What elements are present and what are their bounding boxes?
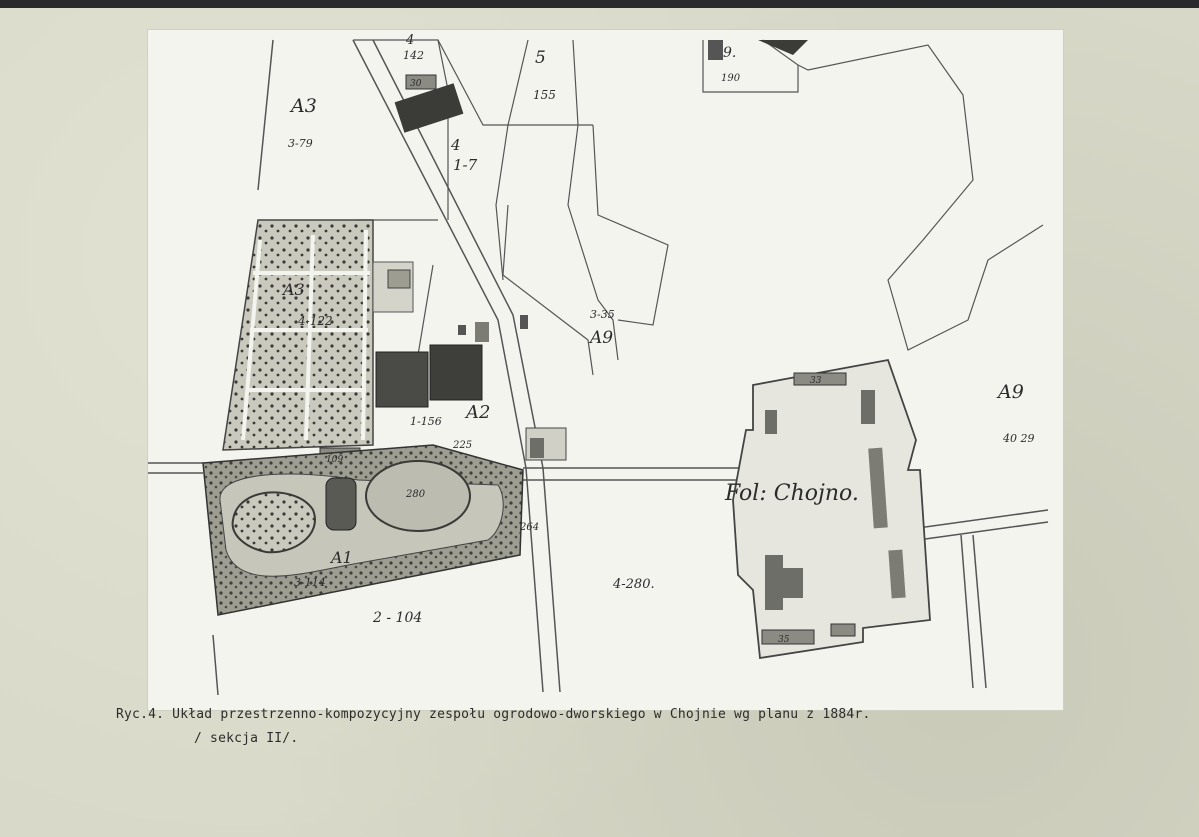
- orchard: [222, 219, 414, 451]
- label-small-109: 109: [326, 455, 343, 465]
- label-a9-left-area: 3-35: [590, 308, 615, 321]
- farmstead: [732, 358, 931, 660]
- label-a1-area: 3-114: [294, 576, 326, 589]
- figure-caption: Ryc.4. Układ przestrzenno-kompozycyjny z…: [116, 707, 871, 722]
- label-small-264: 264: [519, 522, 539, 533]
- upper-buildings: [394, 40, 808, 133]
- cadastral-map: A3 3-79 A3 4-122 A2 1-156 A1 3-114 A9 3-…: [148, 33, 1049, 696]
- label-parcel-5: 5: [535, 48, 546, 68]
- label-farm-name: Fol: Chojno.: [724, 481, 859, 506]
- label-small-225: 225: [452, 440, 472, 451]
- label-pond-value: 280: [405, 489, 426, 500]
- label-field-2-104: 2 - 104: [372, 610, 422, 626]
- label-a2-area: 1-156: [410, 415, 442, 428]
- label-parcel-9: 9.: [723, 45, 736, 61]
- label-parcel-4-top-area: 142: [403, 49, 424, 62]
- label-parcel-4-mid: 4: [450, 136, 461, 154]
- label-field-4-280: 4-280.: [612, 577, 655, 592]
- label-parcel-4-top: 4: [405, 33, 414, 48]
- label-a3: A3: [289, 95, 317, 117]
- label-a2: A2: [464, 402, 490, 423]
- label-parcel-5-area: 155: [533, 88, 556, 102]
- label-a9-left: A9: [588, 328, 613, 348]
- map-photograph: A3 3-79 A3 4-122 A2 1-156 A1 3-114 A9 3-…: [148, 30, 1063, 710]
- label-small-33: 33: [810, 376, 822, 386]
- label-small-35: 35: [778, 635, 790, 645]
- mounting-sheet: A3 3-79 A3 4-122 A2 1-156 A1 3-114 A9 3-…: [0, 8, 1199, 837]
- figure-caption-continued: / sekcja II/.: [194, 731, 299, 746]
- label-a9-right-area: 40 29: [1002, 432, 1035, 445]
- label-a1: A1: [329, 548, 353, 567]
- label-a3-area: 3-79: [288, 137, 313, 150]
- label-a3-garden-area: 4-122: [297, 314, 333, 328]
- label-parcel-4-mid-area: 1-7: [453, 156, 478, 174]
- label-small-30: 30: [410, 79, 422, 89]
- parcel-boundaries: [353, 39, 1044, 376]
- label-parcel-9-area: 190: [721, 73, 741, 84]
- manor-buildings: [319, 315, 567, 465]
- label-a3-garden: A3: [281, 280, 305, 299]
- roads: [148, 39, 1049, 696]
- label-a9-right: A9: [996, 381, 1024, 403]
- landscape-park: [202, 444, 524, 616]
- map-labels: A3 3-79 A3 4-122 A2 1-156 A1 3-114 A9 3-…: [281, 33, 1035, 645]
